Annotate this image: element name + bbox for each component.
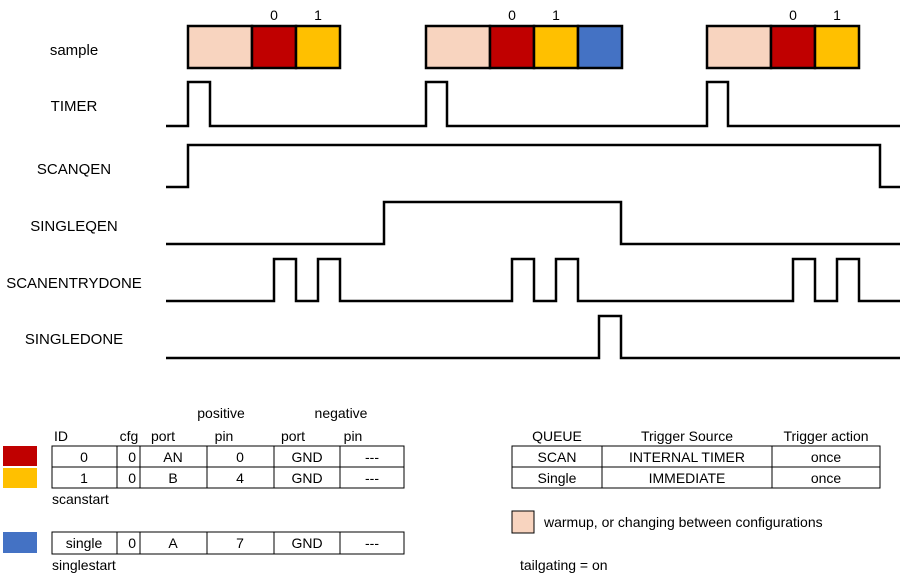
cell-id: single bbox=[66, 535, 103, 551]
sample-cell-conf1 bbox=[813, 24, 861, 70]
config-color-swatch-1 bbox=[3, 468, 37, 488]
signal-label-scanqen: SCANQEN bbox=[37, 161, 111, 178]
sample-index-label: 1 bbox=[833, 7, 841, 23]
legend: warmup, or changing between configuratio… bbox=[511, 510, 823, 534]
table-row: single 0 A 7 GND --- bbox=[66, 535, 380, 551]
sample-group-1: 0 1 bbox=[186, 7, 342, 70]
sample-cell-warmup bbox=[705, 24, 773, 70]
scanstart-caption: scanstart bbox=[52, 491, 109, 507]
legend-swatch-warmup bbox=[511, 510, 535, 534]
cell-pos-pin: 0 bbox=[236, 449, 244, 465]
sample-index-label: 0 bbox=[508, 7, 516, 23]
cell-neg-port: GND bbox=[291, 470, 322, 486]
signal-label-timer: TIMER bbox=[51, 98, 98, 115]
scanentrydone-waveform bbox=[166, 257, 900, 303]
singledone-waveform bbox=[166, 314, 900, 360]
cell-cfg: 0 bbox=[128, 535, 136, 551]
trigger-action: once bbox=[811, 470, 842, 486]
sample-index-label: 0 bbox=[789, 7, 797, 23]
table-row: Single IMMEDIATE once bbox=[538, 470, 842, 486]
trigger-source: IMMEDIATE bbox=[649, 470, 726, 486]
signal-label-sample: sample bbox=[50, 42, 98, 59]
queue-col-header-trigger-action: Trigger action bbox=[783, 428, 868, 444]
col-header-pin: pin bbox=[215, 428, 234, 444]
col-header-port: port bbox=[151, 428, 175, 444]
config-color-swatch-0 bbox=[3, 446, 37, 466]
single-table-frame bbox=[51, 531, 405, 555]
config-table: positive negative ID cfg port pin port p… bbox=[3, 405, 405, 507]
queue-name: SCAN bbox=[538, 449, 577, 465]
positive-group-header: positive bbox=[197, 405, 245, 421]
sample-cell-single bbox=[576, 24, 624, 70]
queue-name: Single bbox=[538, 470, 577, 486]
trigger-source: INTERNAL TIMER bbox=[629, 449, 745, 465]
cell-neg-pin: --- bbox=[365, 449, 379, 465]
singlestart-caption: singlestart bbox=[52, 557, 116, 573]
sample-cell-conf0 bbox=[488, 24, 536, 70]
sample-cell-conf0 bbox=[250, 24, 298, 70]
trigger-action: once bbox=[811, 449, 842, 465]
signal-label-scanentrydone: SCANENTRYDONE bbox=[6, 275, 142, 292]
cell-neg-port: GND bbox=[291, 535, 322, 551]
signal-label-singleqen: SINGLEQEN bbox=[30, 218, 118, 235]
cell-id: 1 bbox=[80, 470, 88, 486]
tailgating-note: tailgating = on bbox=[520, 557, 608, 573]
sample-index-label: 1 bbox=[552, 7, 560, 23]
col-header-cfg: cfg bbox=[120, 428, 139, 444]
queue-col-header-trigger-source: Trigger Source bbox=[641, 428, 733, 444]
queue-col-header-queue: QUEUE bbox=[532, 428, 582, 444]
cell-pos-port: A bbox=[168, 535, 178, 551]
signal-label-singledone: SINGLEDONE bbox=[25, 331, 123, 348]
cell-pos-pin: 7 bbox=[236, 535, 244, 551]
sample-group-3: 0 1 bbox=[705, 7, 861, 70]
cell-neg-port: GND bbox=[291, 449, 322, 465]
cell-cfg: 0 bbox=[128, 449, 136, 465]
sample-cell-conf0 bbox=[769, 24, 817, 70]
single-table: single 0 A 7 GND --- singlestart bbox=[3, 531, 405, 573]
single-color-swatch bbox=[3, 532, 37, 553]
cell-id: 0 bbox=[80, 449, 88, 465]
sample-cell-conf1 bbox=[532, 24, 580, 70]
sample-cell-warmup bbox=[186, 24, 254, 70]
cell-neg-pin: --- bbox=[365, 470, 379, 486]
cell-neg-pin: --- bbox=[365, 535, 379, 551]
sample-cell-warmup bbox=[424, 24, 492, 70]
singleqen-waveform bbox=[166, 200, 900, 246]
table-row: 0 0 AN 0 GND --- bbox=[80, 449, 379, 465]
col-header-port: port bbox=[281, 428, 305, 444]
cell-pos-port: B bbox=[168, 470, 177, 486]
cell-pos-port: AN bbox=[163, 449, 182, 465]
table-row: SCAN INTERNAL TIMER once bbox=[538, 449, 842, 465]
sample-index-label: 0 bbox=[270, 7, 278, 23]
negative-group-header: negative bbox=[315, 405, 368, 421]
timer-waveform bbox=[166, 80, 900, 128]
col-header-id: ID bbox=[54, 428, 68, 444]
sample-cell-conf1 bbox=[294, 24, 342, 70]
cell-pos-pin: 4 bbox=[236, 470, 244, 486]
table-row: 1 0 B 4 GND --- bbox=[80, 470, 379, 486]
cell-cfg: 0 bbox=[128, 470, 136, 486]
legend-text: warmup, or changing between configuratio… bbox=[543, 514, 823, 530]
queue-table: QUEUE Trigger Source Trigger action SCAN… bbox=[511, 428, 881, 489]
scanqen-waveform bbox=[166, 143, 900, 189]
sample-index-label: 1 bbox=[314, 7, 322, 23]
sample-group-2: 0 1 bbox=[424, 7, 624, 70]
col-header-pin: pin bbox=[344, 428, 363, 444]
